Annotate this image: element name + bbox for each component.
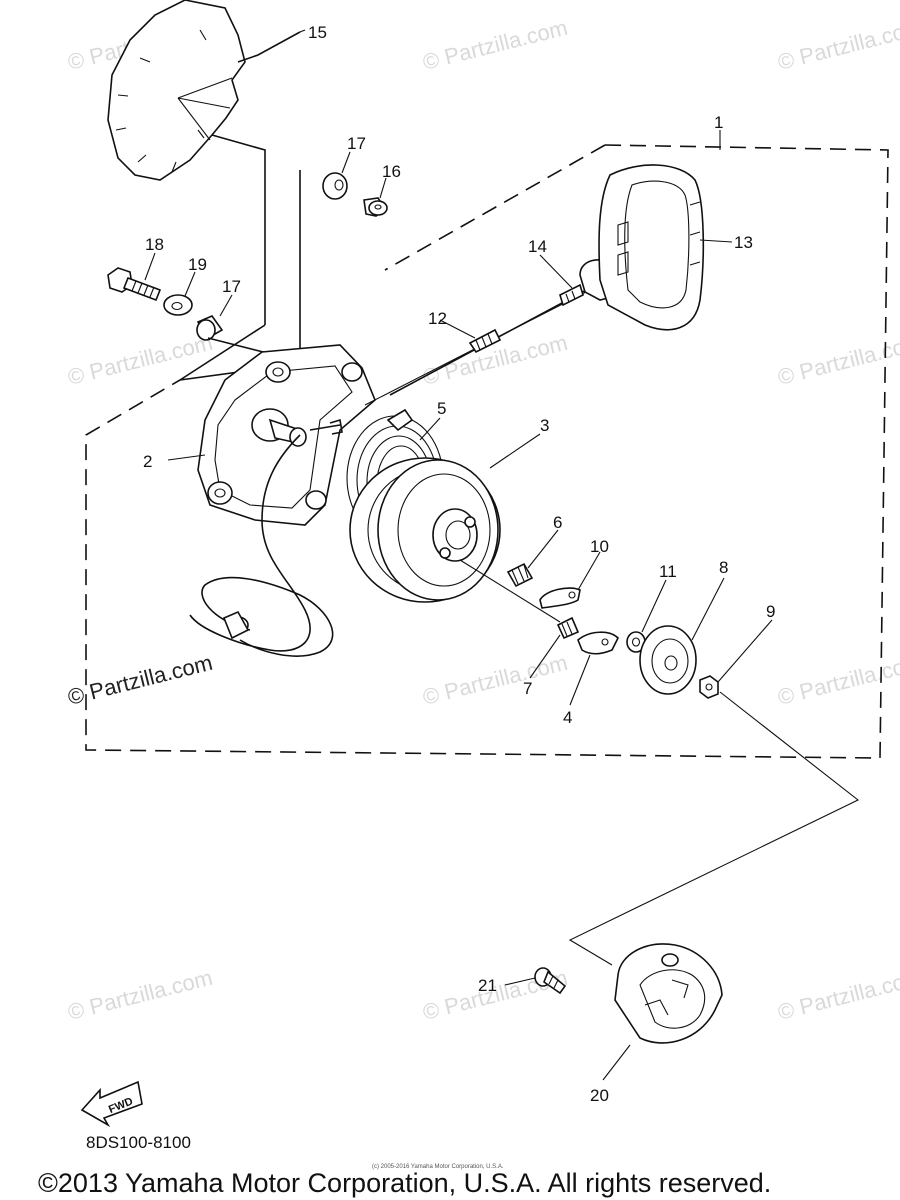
small-copyright: (c) 2005-2016 Yamaha Motor Corporation, … bbox=[372, 1164, 504, 1170]
callouts: 1 2 3 4 5 6 7 8 9 10 11 12 13 14 15 16 1… bbox=[143, 23, 775, 1105]
callout-part-5: 5 bbox=[437, 399, 446, 418]
callout-part-2: 2 bbox=[143, 452, 152, 471]
part-19-washer bbox=[163, 294, 193, 316]
callout-part-3: 3 bbox=[540, 416, 549, 435]
diagram-code: 8DS100-8100 bbox=[86, 1133, 191, 1152]
watermark: © Partzilla.com bbox=[420, 650, 570, 710]
part-10-pawl bbox=[539, 587, 581, 609]
callout-part-17-upper: 17 bbox=[347, 134, 366, 153]
part-3-sheave-drum bbox=[349, 457, 501, 603]
callout-part-11: 11 bbox=[659, 562, 677, 581]
callout-part-7: 7 bbox=[523, 679, 532, 698]
part-20-drive-bracket bbox=[614, 943, 723, 1044]
watermark: © Partzilla.com bbox=[420, 15, 570, 75]
callout-part-10: 10 bbox=[590, 537, 609, 556]
part-8-friction-plate bbox=[639, 625, 697, 695]
rope-coil bbox=[201, 576, 334, 657]
callout-part-19: 19 bbox=[188, 255, 207, 274]
part-17-collar-upper bbox=[322, 172, 348, 200]
callout-part-17-lower: 17 bbox=[222, 277, 241, 296]
callout-part-12: 12 bbox=[428, 309, 447, 328]
part-9-nut bbox=[699, 675, 719, 699]
axis-line bbox=[459, 559, 561, 623]
watermark: © Partzilla.com bbox=[775, 330, 900, 390]
callout-part-6: 6 bbox=[553, 513, 562, 532]
part-17-collar-lower bbox=[196, 315, 224, 341]
part-13-handle bbox=[579, 164, 705, 331]
watermark: © Partzilla.com bbox=[775, 965, 900, 1025]
copyright-footer: ©2013 Yamaha Motor Corporation, U.S.A. A… bbox=[38, 1168, 771, 1198]
watermark: © Partzilla.com bbox=[65, 965, 215, 1025]
callout-part-18: 18 bbox=[145, 235, 164, 254]
part-15-decal bbox=[107, 0, 301, 325]
rope-grommet bbox=[222, 610, 250, 640]
part-14-rope-end bbox=[559, 283, 584, 307]
fwd-arrow-icon: FWD bbox=[80, 1080, 143, 1128]
callout-part-8: 8 bbox=[719, 558, 728, 577]
part-21-bolt bbox=[534, 967, 567, 995]
leader-line bbox=[568, 691, 860, 966]
watermark: © Partzilla.com bbox=[65, 330, 215, 390]
part-6-spring bbox=[506, 562, 534, 588]
part-16-bushing bbox=[363, 197, 388, 217]
callout-part-1: 1 bbox=[714, 113, 723, 132]
callout-part-14: 14 bbox=[528, 237, 547, 256]
callout-part-20: 20 bbox=[590, 1086, 609, 1105]
callout-leaders bbox=[144, 29, 773, 1081]
part-12-rope bbox=[389, 287, 591, 396]
part-4-pawl bbox=[577, 631, 619, 655]
callout-part-13: 13 bbox=[734, 233, 753, 252]
callout-part-16: 16 bbox=[382, 162, 401, 181]
callout-part-15: 15 bbox=[308, 23, 327, 42]
assembly-boundary-top bbox=[384, 144, 606, 271]
part-7-spring bbox=[556, 616, 580, 640]
part-18-bolt bbox=[107, 267, 162, 302]
assembly-boundary bbox=[85, 144, 889, 759]
part-2-starter-case bbox=[197, 344, 376, 526]
watermark: © Partzilla.com bbox=[65, 650, 215, 710]
watermark: © Partzilla.com bbox=[775, 15, 900, 75]
rope bbox=[189, 434, 311, 652]
callout-part-4: 4 bbox=[563, 708, 572, 727]
callout-part-21: 21 bbox=[478, 976, 497, 995]
callout-part-9: 9 bbox=[766, 602, 775, 621]
